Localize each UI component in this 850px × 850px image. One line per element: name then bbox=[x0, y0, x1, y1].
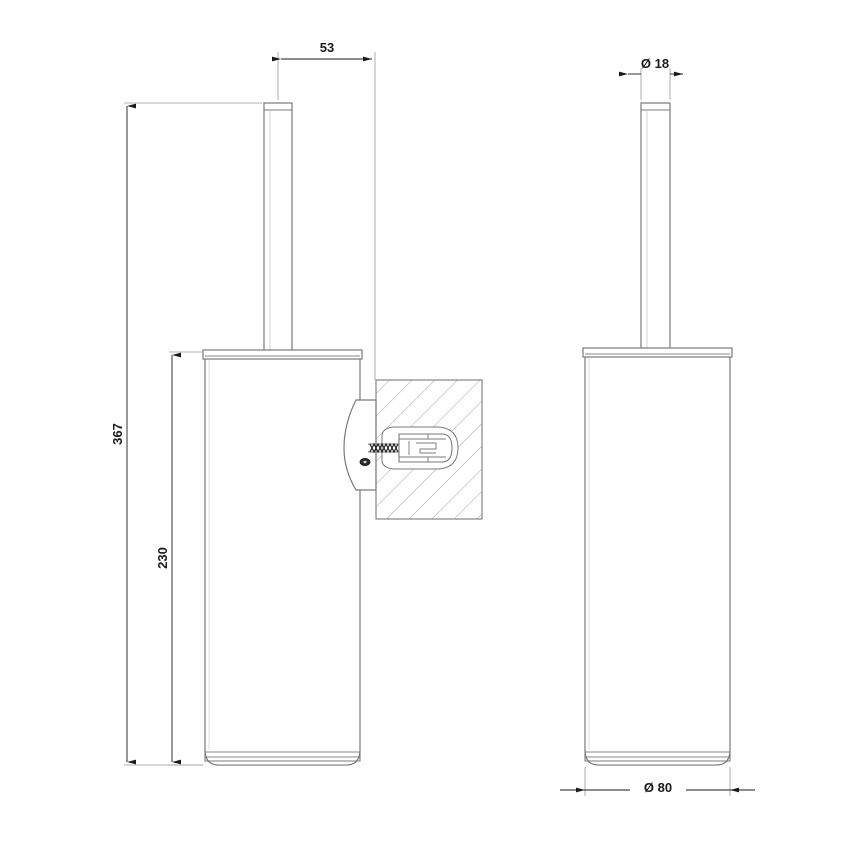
front-container-base-rim bbox=[204, 749, 361, 766]
wall-anchor-plug bbox=[398, 433, 453, 463]
dimension-label-53: 53 bbox=[320, 40, 334, 55]
dimension-handle-diameter: Ø 18 bbox=[619, 56, 683, 100]
side-container-base-rim bbox=[584, 749, 731, 766]
side-container-body bbox=[582, 347, 733, 766]
dimension-container-height: 230 bbox=[155, 351, 203, 766]
front-handle-rod bbox=[263, 102, 293, 356]
dimension-projection-53: 53 bbox=[272, 40, 376, 380]
dimension-label-container-diameter: Ø 80 bbox=[644, 780, 672, 795]
dimension-label-230: 230 bbox=[155, 547, 170, 569]
side-container-lid-rim bbox=[582, 347, 733, 358]
dimension-label-367: 367 bbox=[110, 423, 125, 445]
dimension-label-handle-diameter: Ø 18 bbox=[641, 56, 669, 71]
side-view-group bbox=[582, 102, 733, 766]
side-handle-rod bbox=[640, 102, 671, 354]
mounting-screw bbox=[368, 442, 399, 454]
dimension-container-diameter: Ø 80 bbox=[560, 767, 755, 796]
front-container-lid-rim bbox=[202, 349, 363, 360]
front-container-body bbox=[202, 349, 363, 766]
front-view-group bbox=[202, 102, 483, 766]
wall-anchor-assembly bbox=[368, 433, 453, 463]
